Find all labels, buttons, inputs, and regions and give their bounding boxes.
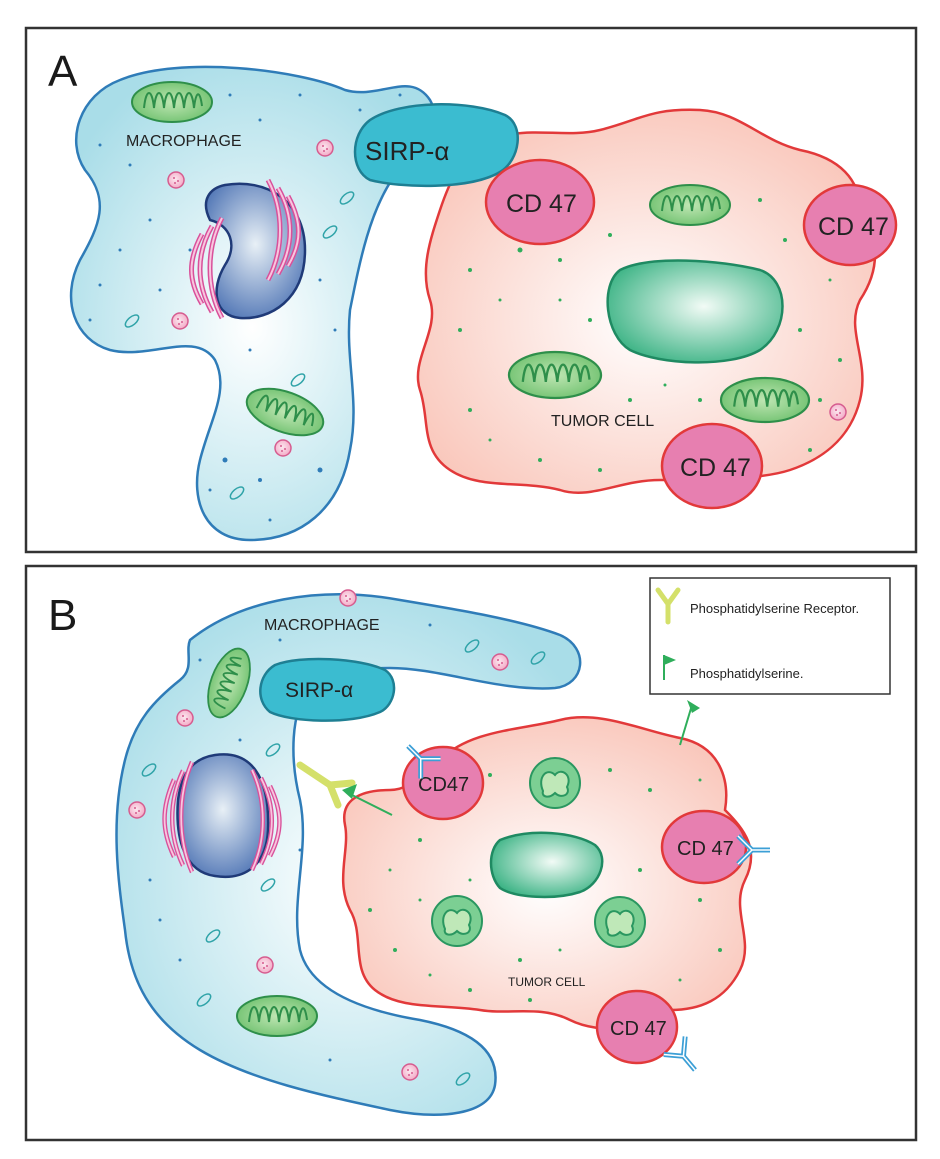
legend-box — [649, 577, 891, 695]
tumor-cell-a-label: TUMOR CELL — [551, 413, 654, 430]
ps-ligand-icon — [679, 700, 700, 746]
lysosome-icon — [171, 312, 189, 330]
cd47-label: CD 47 — [818, 213, 889, 241]
cd47-receptor-a-bottom — [660, 422, 764, 510]
tumor-mitochondria-icon — [529, 757, 581, 809]
lysosome-icon — [829, 403, 847, 421]
mitochondria-icon — [236, 995, 318, 1037]
mitochondria-icon — [507, 350, 603, 400]
cd47-label: CD 47 — [610, 1018, 667, 1040]
mitochondria-icon — [719, 376, 811, 424]
legend-ligand-label: Phosphatidylserine. — [690, 666, 803, 681]
panel-a: A SIRP-α — [24, 26, 918, 554]
tumor-cell-b-label: TUMOR CELL — [508, 975, 586, 989]
legend-ligand-icon — [663, 655, 676, 680]
lysosome-icon — [274, 439, 292, 457]
lysosome-icon — [316, 139, 334, 157]
panel-a-letter: A — [48, 47, 78, 96]
panel-b-letter: B — [48, 591, 77, 640]
cytoplasm-dots-tumor-a — [458, 198, 842, 472]
cytoplasm-dots-b — [148, 623, 432, 1062]
sirp-alpha-a-label: SIRP-α — [365, 136, 449, 166]
mitochondria-icon — [131, 81, 213, 123]
cd47-label: CD 47 — [506, 190, 577, 218]
tumor-a-nucleus — [606, 259, 784, 364]
macrophage-b-label: MACROPHAGE — [264, 617, 380, 634]
cd47-receptor-a-right — [802, 183, 898, 267]
cd47-label: CD47 — [418, 774, 469, 796]
tumor-mitochondria-icon — [594, 896, 646, 948]
cd47-receptor-a-top — [484, 158, 596, 246]
cytoplasm-dots-a — [88, 93, 402, 522]
sirp-alpha-b-label: SIRP-α — [285, 679, 353, 702]
lysosome-icon — [491, 653, 509, 671]
lysosome-icon — [339, 589, 357, 607]
ps-ligand-icon — [342, 784, 393, 816]
lysosome-icon — [176, 709, 194, 727]
lysosome-icon — [401, 1063, 419, 1081]
sirp-alpha-b — [259, 657, 396, 722]
lysosome-icon — [256, 956, 274, 974]
tumor-mitochondria-icon — [431, 895, 483, 947]
cytoplasm-dots-tumor-b — [368, 768, 722, 1002]
mitochondria-icon — [649, 184, 731, 226]
panel-b: B SIRP-α — [24, 564, 918, 1142]
legend-receptor-label: Phosphatidylserine Receptor. — [690, 601, 859, 616]
cd47-label: CD 47 — [677, 838, 734, 860]
ps-receptor-icon — [296, 761, 356, 809]
legend-receptor-icon — [655, 587, 681, 625]
legend: Phosphatidylserine Receptor. Phosphatidy… — [649, 577, 891, 695]
tumor-b-nucleus — [489, 831, 604, 899]
sirp-alpha-a — [353, 103, 519, 188]
macrophage-a-label: MACROPHAGE — [126, 133, 242, 150]
cd47-label: CD 47 — [680, 454, 751, 482]
macrophage-b-cell — [115, 593, 582, 1116]
lysosome-icon — [167, 171, 185, 189]
cd47-receptor-b-bottom — [595, 989, 679, 1065]
lysosome-icon — [128, 801, 146, 819]
